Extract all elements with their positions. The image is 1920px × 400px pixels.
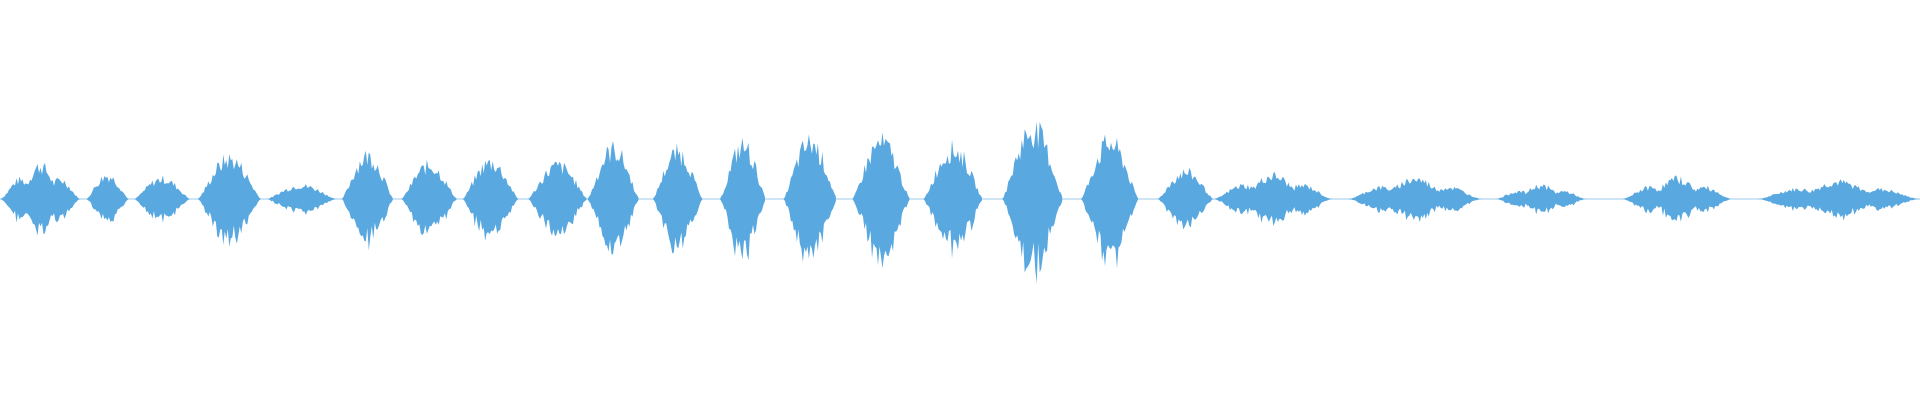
waveform-segment [1347,178,1482,223]
waveform-segment [1002,121,1063,284]
waveform-segment [134,175,190,223]
waveform-segment [401,159,457,236]
waveform-segment [1213,172,1332,226]
waveform-segment [1081,134,1138,269]
waveform-segment [341,150,393,251]
waveform-segment [528,161,587,237]
waveform-segment [0,163,80,236]
waveform-segment [1495,184,1586,215]
waveform-segment [462,159,519,241]
waveform-segment [852,132,910,269]
waveform-segment [652,143,703,254]
waveform-segment [86,176,129,222]
waveform-segment [266,184,336,215]
waveform-segment [197,154,261,247]
waveform-segment [1756,179,1919,221]
waveform-segment [587,141,639,255]
waveform-segment [923,139,982,259]
waveform-segment [1157,168,1214,230]
waveform-segment [720,137,765,261]
waveform-segment [1622,175,1731,222]
waveform-segment [783,134,836,262]
waveform-segments [0,121,1919,284]
